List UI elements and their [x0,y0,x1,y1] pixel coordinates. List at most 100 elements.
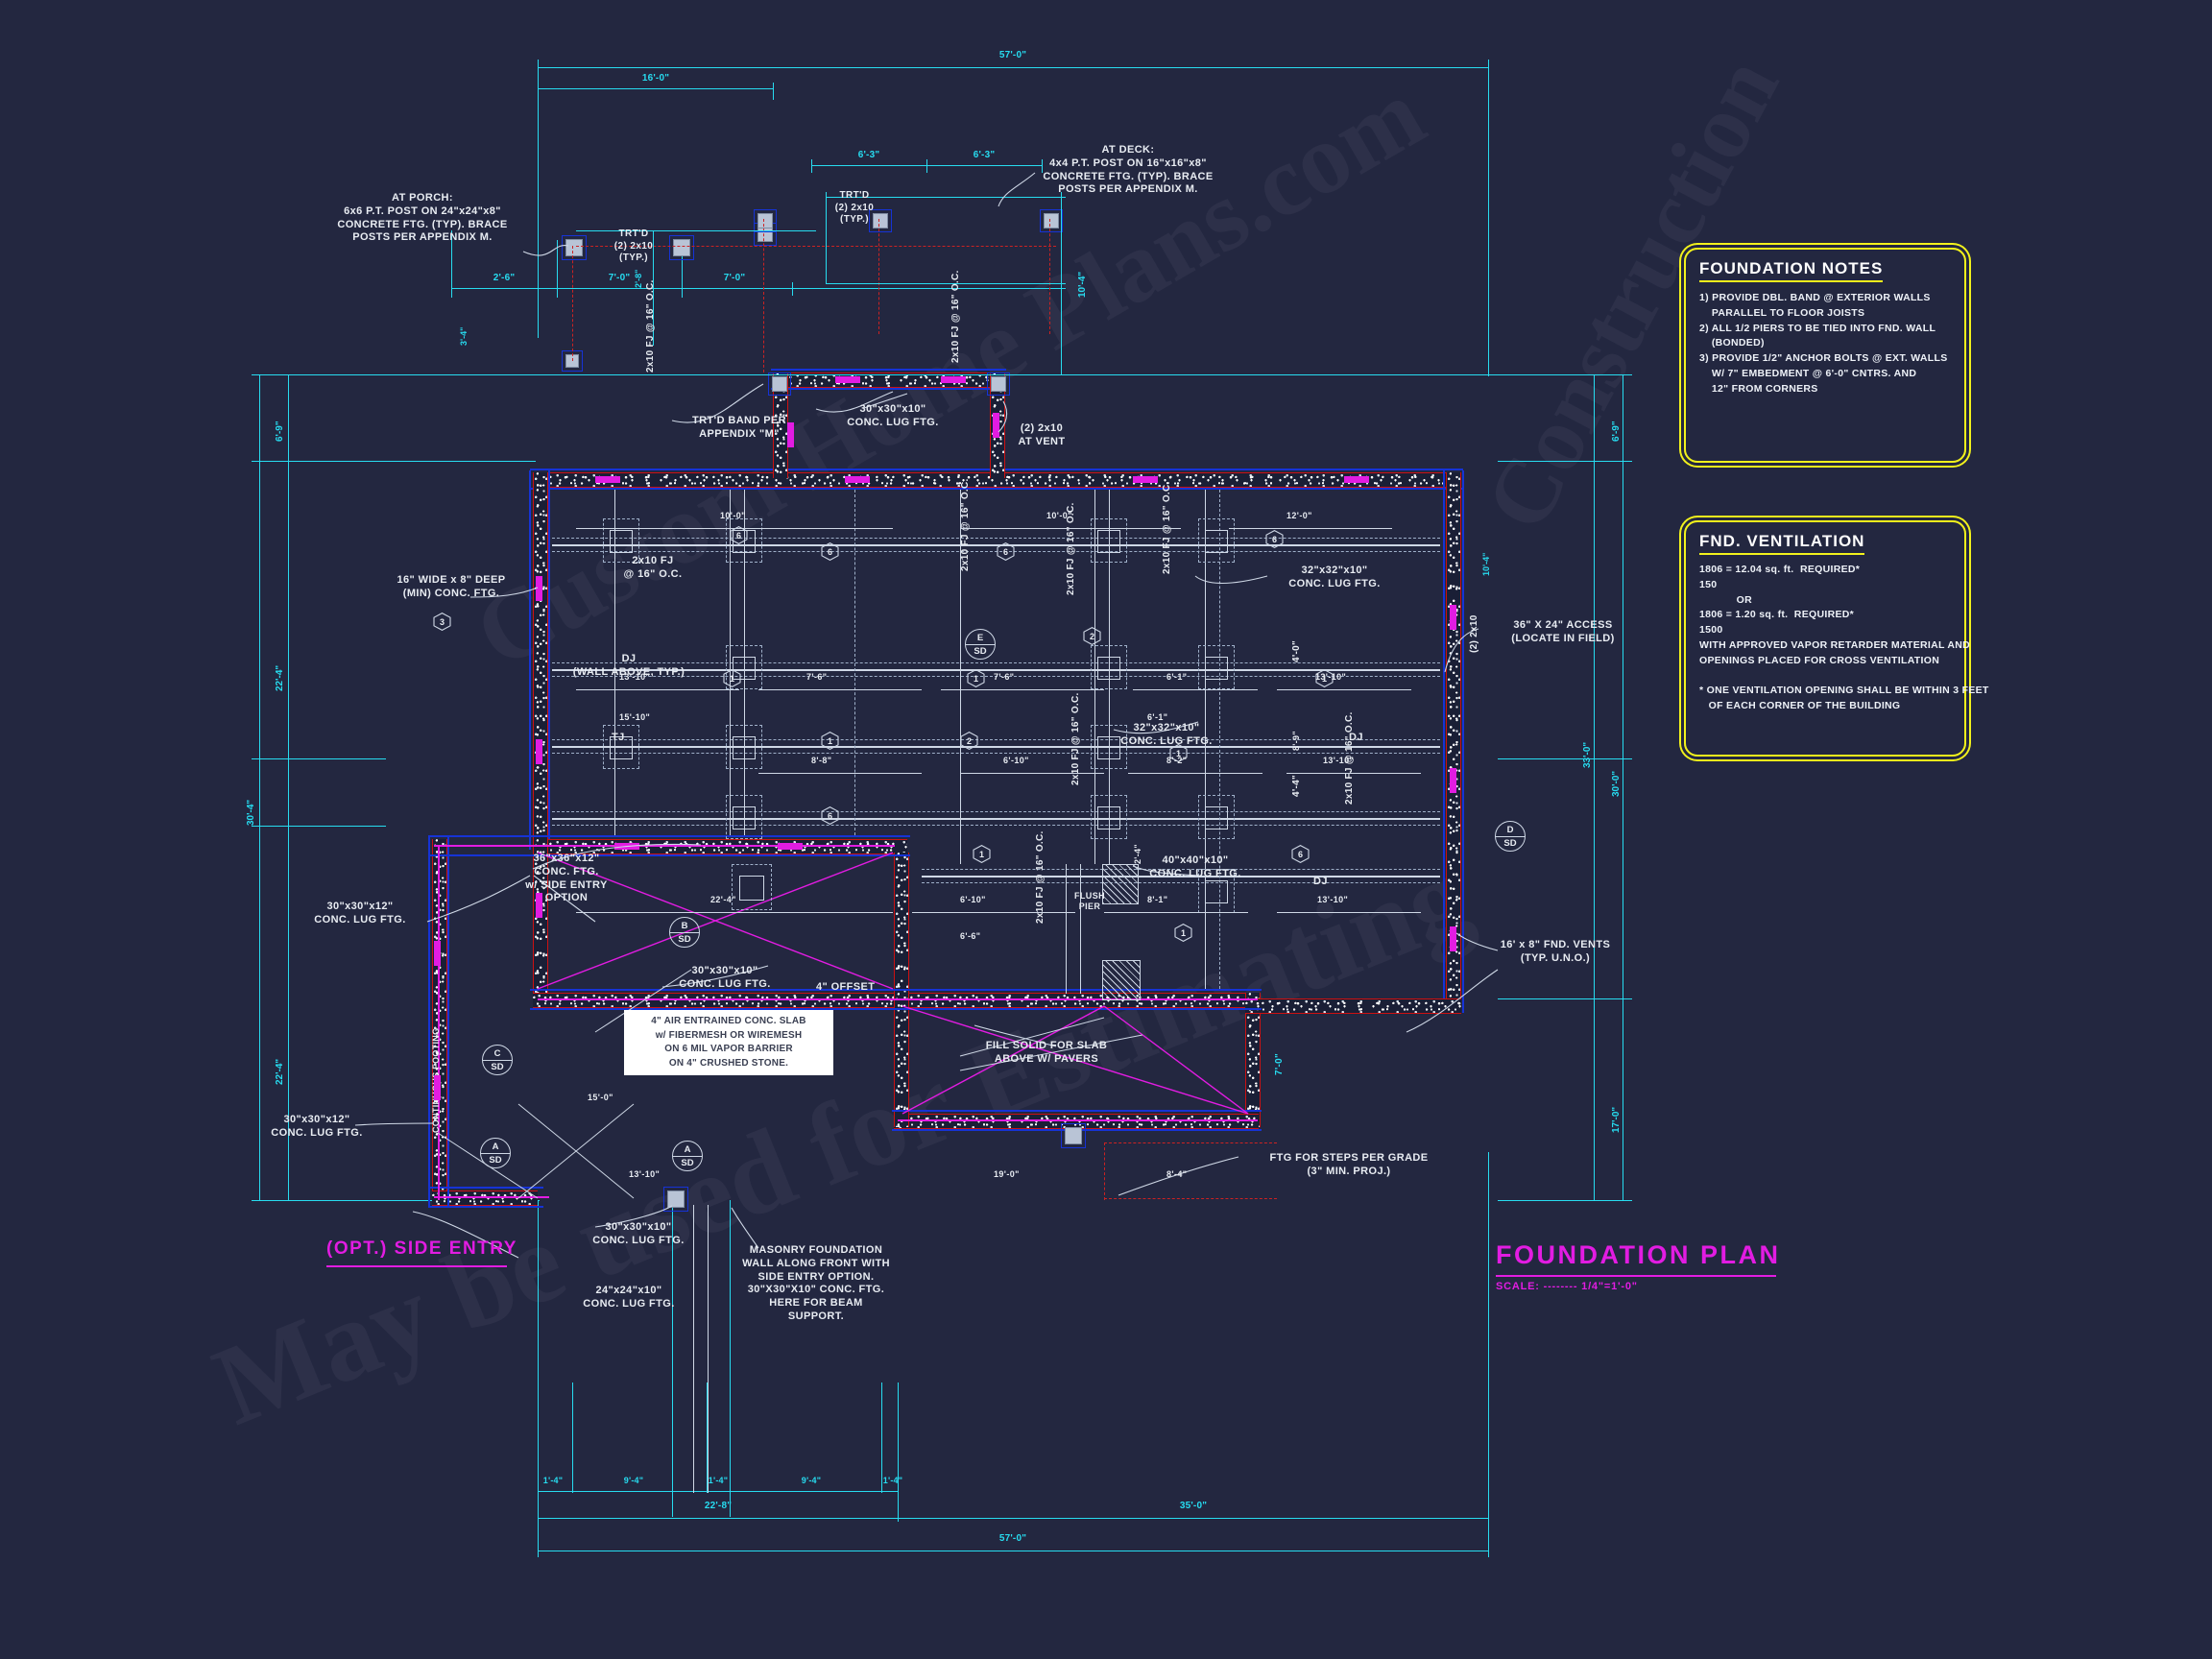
vent-marker [434,1075,441,1100]
hex-marker: 2 [960,732,978,750]
hex-marker-label: 2 [1089,631,1094,641]
annot-4-offset: 4" OFFSET [816,981,876,993]
pier-block [1091,645,1127,689]
foundation-wall-left [533,472,548,847]
dim-bottom-94b: 9'-4" [801,1476,822,1485]
detail-marker-divider [481,1153,510,1155]
dim-right-tick-e [1498,1200,1632,1201]
lowwall-blue-7 [428,835,430,1208]
hex-marker: 1 [1174,924,1192,942]
pier-block [1091,725,1127,769]
dim-deck-vert: 10'-4" [1077,271,1088,298]
post-marker [562,235,587,260]
int-dim-line-10 [960,773,1104,774]
dim-line-porch [451,288,1066,289]
foundation-notes-title: FOUNDATION NOTES [1699,259,1884,282]
pier-block [1097,736,1120,759]
dim-tick-deck-1 [811,159,812,173]
porch-frame-line [257,374,1630,375]
annot-joist-i: 2x10 FJ @ 16" O.C. [623,555,683,580]
detail-marker-bottom: SD [491,1062,504,1072]
beam-line-slab-a [538,998,1258,1000]
dim-bottom-350: 35'-0" [1179,1501,1208,1511]
lowwall-blue-1 [430,835,910,837]
framing-col-1 [730,490,731,835]
girder-row-2 [552,551,1440,552]
detail-marker-divider [483,1060,512,1062]
dim-int-1310a: 13'-10" [619,672,651,682]
dim-left-304: 30'-4" [246,799,256,826]
annot-lug-30x30x10-b: 30"x30"x10" CONC. LUG FTG. [592,1221,685,1246]
int-dim-line-4 [576,689,739,690]
dim-bottom-ext-r [1488,1152,1489,1557]
annot-joist-a: 2x10 FJ @ 16" O.C. [645,279,656,373]
dim-wall-seg-1: 10'-4" [1481,552,1491,576]
dim-int-61b: 6'-1" [1147,712,1168,722]
annot-lug-36x36x12: 36"x36"x12" CONC. FTG. w/ SIDE ENTRY OPT… [525,853,608,904]
detail-marker-e-sd: E SD [965,629,996,660]
beam-line-sideentry-left [438,845,440,1200]
wall-left-blue-o [529,470,531,850]
side-entry-col-w1 [693,1205,694,1493]
dim-left-tick-d [252,826,386,827]
bot-guide-3 [707,1382,708,1493]
post-marker [1061,1123,1086,1148]
pier-block [1091,795,1127,839]
framing-col-4 [1094,490,1095,864]
porch-wall-blue-2 [771,388,1006,390]
slab-steps-dash [1104,1198,1277,1199]
foundation-wall-left-lower [432,839,447,1204]
dim-bottom-14a: 1'-4" [542,1476,564,1485]
dim-right-tick-b [1498,461,1632,462]
bot-guide-5 [898,1382,899,1522]
vent-marker [614,843,639,850]
annot-16wide-8deep: 16" WIDE x 8" DEEP (MIN) CONC. FTG. [397,574,506,599]
page-title-underline [1496,1275,1776,1277]
dim-bottom-overall: 57'-0" [998,1533,1027,1544]
wall-top-blue-in [530,488,1463,490]
pier-block [733,806,756,830]
dim-int-84: 8'-4" [1166,1169,1188,1179]
dim-int-40: 4'-0" [1291,639,1302,662]
pier-block [726,518,762,563]
porch-frame-line [257,461,536,462]
dim-int-150b: 15'-0" [588,1093,613,1102]
porch-guide-1 [451,230,452,298]
porch-guide-2 [557,240,558,298]
int-dim-line-13 [576,912,893,913]
post-marker [1040,209,1063,232]
dim-int-89: 8'-9" [1291,731,1301,751]
pier-block [1205,806,1228,830]
annot-access: 36" X 24" ACCESS (LOCATE IN FIELD) [1511,619,1615,644]
dim-int-108b: 10'-0" [1046,511,1072,520]
dim-right-tick-c [1498,758,1632,759]
pier-block [1097,657,1120,680]
vent-marker [787,422,794,447]
hex-marker-label: 6 [1002,546,1008,557]
hex-marker-label: 2 [966,735,972,746]
detail-marker-top: A [684,1144,691,1155]
dim-int-76a: 7'-6" [806,672,828,682]
bot-guide-1 [572,1382,573,1493]
hex-marker-label: 3 [439,616,445,627]
wall-right-blue-o [1462,470,1464,1013]
dim-bottom-228: 22'-8" [704,1501,733,1511]
dim-int-108a: 10'-0" [720,511,746,520]
dim-porch-vert: 3'-4" [459,326,469,346]
dim-int-82: 8'-2" [1166,756,1188,765]
annot-band-2x10: (2) 2x10 [1469,614,1479,653]
foundation-wall-slab-top [894,993,1259,1008]
porch-frame-line [826,283,1066,284]
porch-frame-line [653,230,654,346]
int-dim-line-12 [1286,773,1421,774]
deck-framing-dash [878,219,879,334]
vent-marker [1450,605,1456,630]
dim-line-bottom-228 [538,1518,898,1519]
pier-block [733,530,756,553]
vent-marker [993,413,999,438]
dim-left-224a: 22'-4" [275,664,285,691]
annot-trtd-typ-2: TRT'D (2) 2x10 (TYP.) [834,190,875,225]
hex-marker: 2 [1083,627,1101,645]
detail-marker-divider [1496,836,1525,838]
detail-marker-c-sd: C SD [482,1045,513,1075]
